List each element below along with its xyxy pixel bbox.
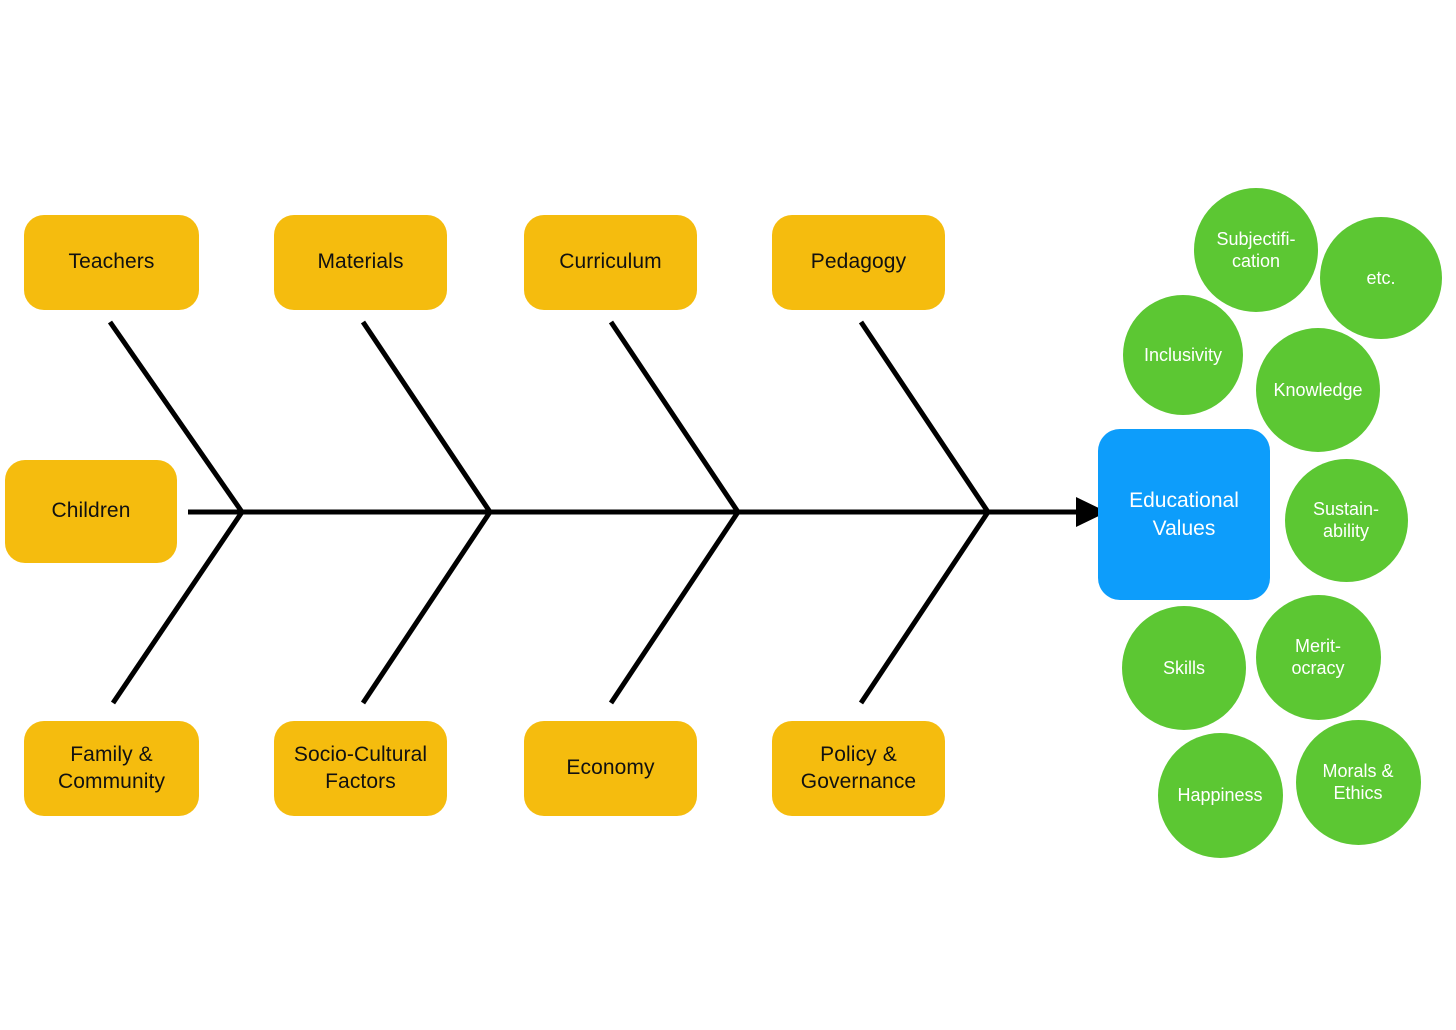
value-circle-label: Skills	[1162, 657, 1205, 678]
value-circle-label: Happiness	[1177, 784, 1263, 805]
value-circle-label: Subjectifi- cation	[1216, 228, 1296, 272]
value-circle-label: etc.	[1366, 267, 1396, 288]
cause-box-socio-cultural-factors[interactable]: Socio-Cultural Factors	[274, 721, 447, 816]
value-circle-sustain-ability[interactable]: Sustain- ability	[1284, 458, 1408, 582]
cause-box-economy[interactable]: Economy	[524, 721, 697, 816]
effect-box-educational-values[interactable]: Educational Values	[1098, 429, 1270, 600]
bone-bottom-4	[858, 510, 991, 705]
bone-top-1	[107, 320, 245, 514]
value-circle-knowledge[interactable]: Knowledge	[1256, 328, 1380, 452]
value-circle-happiness[interactable]: Happiness	[1157, 732, 1283, 858]
cause-box-label: Curriculum	[559, 250, 662, 274]
bone-bottom-3	[608, 510, 741, 705]
bone-lines	[107, 320, 991, 705]
cause-box-label: Economy	[566, 756, 655, 780]
value-circle-inclusivity[interactable]: Inclusivity	[1123, 295, 1243, 415]
cause-box-label: Materials	[317, 250, 404, 274]
bone-top-2	[360, 320, 493, 514]
value-circle-subjectifi-cation[interactable]: Subjectifi- cation	[1194, 188, 1318, 312]
cause-box-policy-governance[interactable]: Policy & Governance	[772, 721, 945, 816]
cause-box-children[interactable]: Children	[5, 460, 177, 563]
cause-box-label: Teachers	[68, 250, 155, 274]
cause-box-label: Socio-Cultural Factors	[293, 742, 428, 793]
cause-box-label: Policy & Governance	[800, 742, 917, 793]
effect-box-label: Educational Values	[1129, 489, 1239, 540]
value-circle-label: Knowledge	[1273, 379, 1363, 400]
cause-box-curriculum[interactable]: Curriculum	[524, 215, 697, 310]
cause-box-pedagogy[interactable]: Pedagogy	[772, 215, 945, 310]
value-circle-label: Inclusivity	[1143, 344, 1223, 365]
value-circle-label: Morals & Ethics	[1322, 760, 1394, 804]
value-circle-etc[interactable]: etc.	[1320, 217, 1442, 339]
bone-top-3	[608, 320, 741, 514]
cause-box-label: Children	[51, 499, 131, 523]
bone-top-4	[858, 320, 991, 514]
value-circle-morals-ethics[interactable]: Morals & Ethics	[1295, 719, 1421, 845]
cause-box-teachers[interactable]: Teachers	[24, 215, 199, 310]
value-circle-label: Merit- ocracy	[1291, 635, 1345, 679]
cause-box-materials[interactable]: Materials	[274, 215, 447, 310]
bone-bottom-1	[110, 510, 245, 705]
cause-box-label: Pedagogy	[810, 250, 907, 274]
bone-bottom-2	[360, 510, 493, 705]
value-circle-skills[interactable]: Skills	[1122, 606, 1246, 730]
value-circle-label: Sustain- ability	[1312, 498, 1380, 542]
value-circle-merit-ocracy[interactable]: Merit- ocracy	[1255, 594, 1381, 720]
cause-box-family-community[interactable]: Family & Community	[24, 721, 199, 816]
cause-box-label: Family & Community	[57, 742, 166, 793]
